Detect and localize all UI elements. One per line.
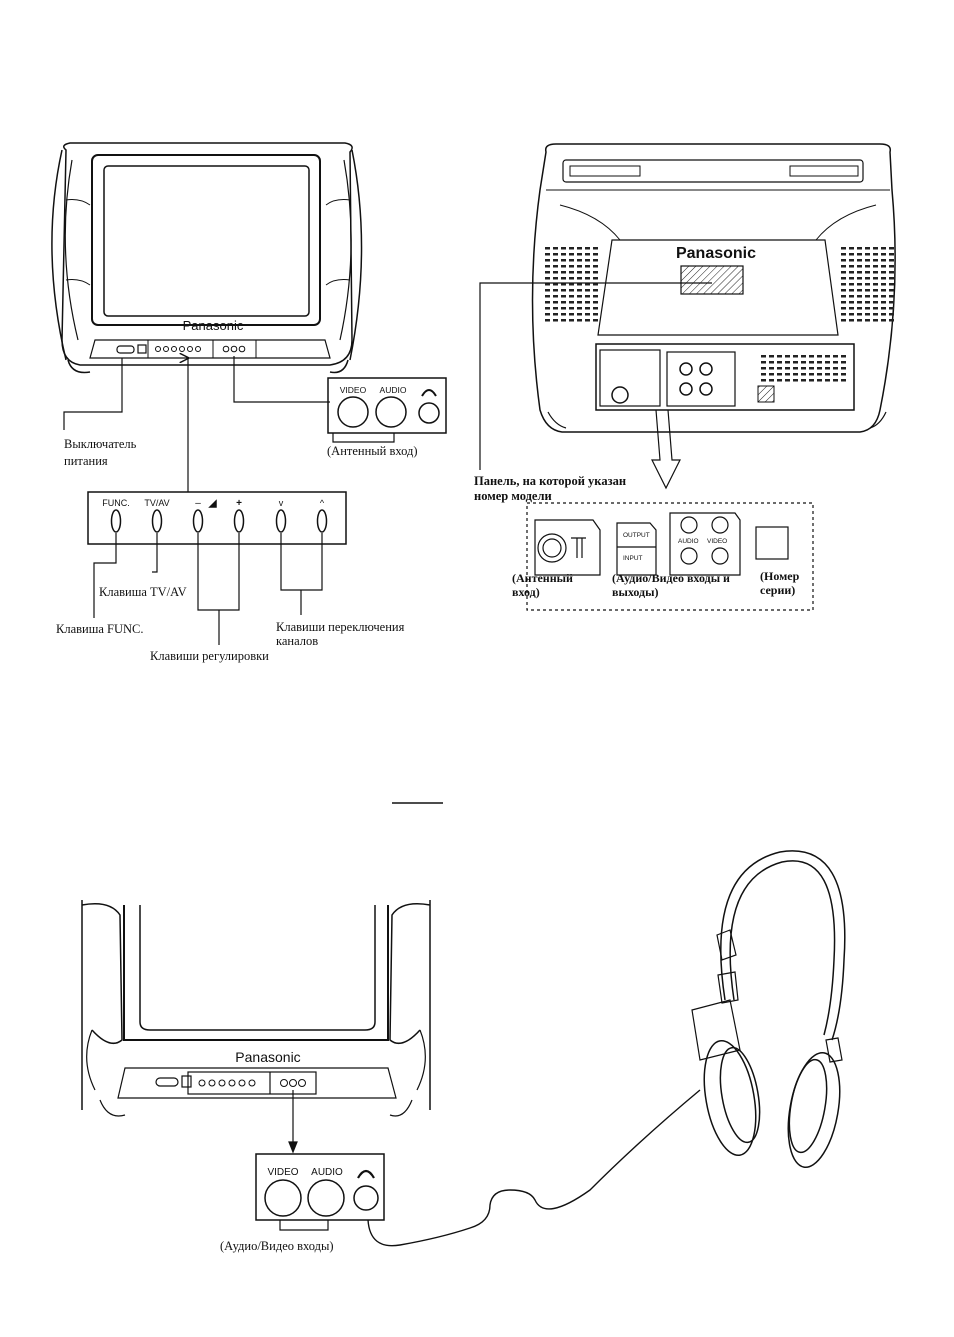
headphones-icon	[691, 850, 846, 1169]
adjust-keys-label: Клавиши регулировки	[150, 649, 269, 663]
model-panel-label-1: Панель, на которой указан	[474, 474, 626, 488]
front-tv	[51, 142, 363, 374]
headphone-cable	[367, 1089, 701, 1247]
rear-tv-brand: Panasonic	[676, 245, 756, 262]
input-label: INPUT	[623, 555, 643, 562]
bottom-av-panel	[255, 1153, 385, 1231]
func-key-label: Клавиша FUNC.	[56, 622, 143, 636]
channel-keys-label-1: Клавиши переключения	[276, 620, 405, 634]
serial-label-1: (Номер	[760, 569, 800, 583]
serial-label-2: серии)	[760, 583, 795, 597]
power-switch-label-2: питания	[64, 454, 108, 468]
rear-grille-left	[544, 246, 600, 322]
front-callout-lines	[63, 356, 395, 492]
rear-grille-panel	[758, 352, 848, 382]
output-label: OUTPUT	[623, 532, 650, 539]
bottom-video-label: VIDEO	[267, 1167, 298, 1178]
front-tv-brand: Panasonic	[183, 318, 244, 333]
ctrl-minus-label: –	[195, 498, 201, 509]
front-audio-label: AUDIO	[380, 385, 407, 395]
rear-detail-box	[526, 502, 814, 611]
channel-keys-label-2: каналов	[276, 634, 318, 648]
bottom-tv	[81, 900, 431, 1117]
ctrl-func-label: FUNC.	[102, 498, 130, 508]
bottom-arrow	[288, 1090, 298, 1154]
rear-callout-lines	[479, 282, 712, 490]
rear-grille-right	[838, 246, 894, 322]
ctrl-down-label: v	[279, 498, 284, 508]
control-callout-lines	[93, 533, 323, 645]
front-av-panel	[327, 377, 447, 434]
front-video-label: VIDEO	[340, 385, 367, 395]
ctrl-up-label: ^	[320, 498, 325, 508]
ctrl-tvav-label: TV/AV	[144, 498, 169, 508]
detail-video-label: VIDEO	[707, 538, 727, 545]
front-antenna-input-label: (Антенный вход)	[327, 444, 418, 458]
power-switch-label-1: Выключатель	[64, 437, 137, 451]
model-number-plate	[680, 265, 744, 295]
detail-audio-label: AUDIO	[678, 538, 699, 545]
av-inputs-label: (Аудио/Видео входы)	[220, 1239, 334, 1253]
control-panel	[87, 491, 347, 545]
rear-av-io-label-1: (Аудио/Видео входы и	[612, 571, 730, 585]
rear-antenna-label-2: вход)	[512, 585, 540, 599]
tv-av-key-label: Клавиша TV/AV	[99, 585, 187, 599]
ctrl-plus-label: +	[236, 498, 242, 509]
rear-antenna-label-1: (Антенный	[512, 571, 573, 585]
bottom-audio-label: AUDIO	[311, 1167, 343, 1178]
bottom-tv-brand: Panasonic	[235, 1049, 300, 1065]
rear-tv	[531, 143, 896, 433]
rear-av-io-label-2: выходы)	[612, 585, 658, 599]
model-panel-label-2: номер модели	[474, 489, 552, 503]
